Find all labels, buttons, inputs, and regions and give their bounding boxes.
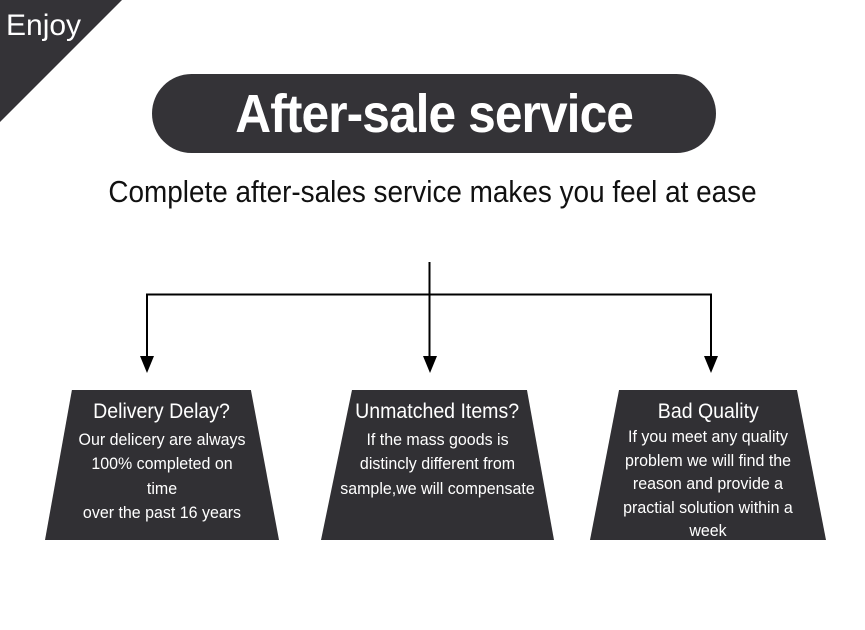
card-unmatched-items[interactable]: Unmatched Items? If the mass goods is di… [321,390,554,540]
card-body: If you meet any quality problem we will … [614,425,802,541]
card-body-line: problem we will find the [624,450,792,470]
card-body-line: week [689,521,727,541]
card-body-line: 100% completed on time [91,454,233,498]
card-body-line: over the past 16 years [82,502,242,522]
card-title: Bad Quality [657,400,759,423]
card-delivery-delay[interactable]: Delivery Delay? Our delicery are always … [45,390,279,540]
card-body-line: If the mass goods is [366,430,509,450]
arrow-head-right [704,356,718,373]
card-body-line: distincly different from [359,454,516,474]
card-body-line: reason and provide a [632,474,784,494]
page-subtitle: Complete after-sales service makes you f… [108,174,757,209]
arrow-head-middle [423,356,437,373]
title-banner: After-sale service [152,74,716,153]
card-body-line: practial solution within a [623,497,793,517]
card-body-line: Our delicery are always [78,430,246,450]
card-bad-quality[interactable]: Bad Quality If you meet any quality prob… [590,390,826,540]
card-body-line: If you meet any quality [628,427,788,447]
arrow-head-left [140,356,154,373]
card-title: Unmatched Items? [355,400,520,423]
page-title: After-sale service [235,83,634,144]
card-title: Delivery Delay? [93,400,231,423]
card-body-line: sample,we will compensate [340,478,535,498]
ribbon-label: Enjoy [6,9,82,42]
card-body: Our delicery are always 100% completed o… [77,428,246,525]
card-body: If the mass goods is distincly different… [336,428,538,500]
